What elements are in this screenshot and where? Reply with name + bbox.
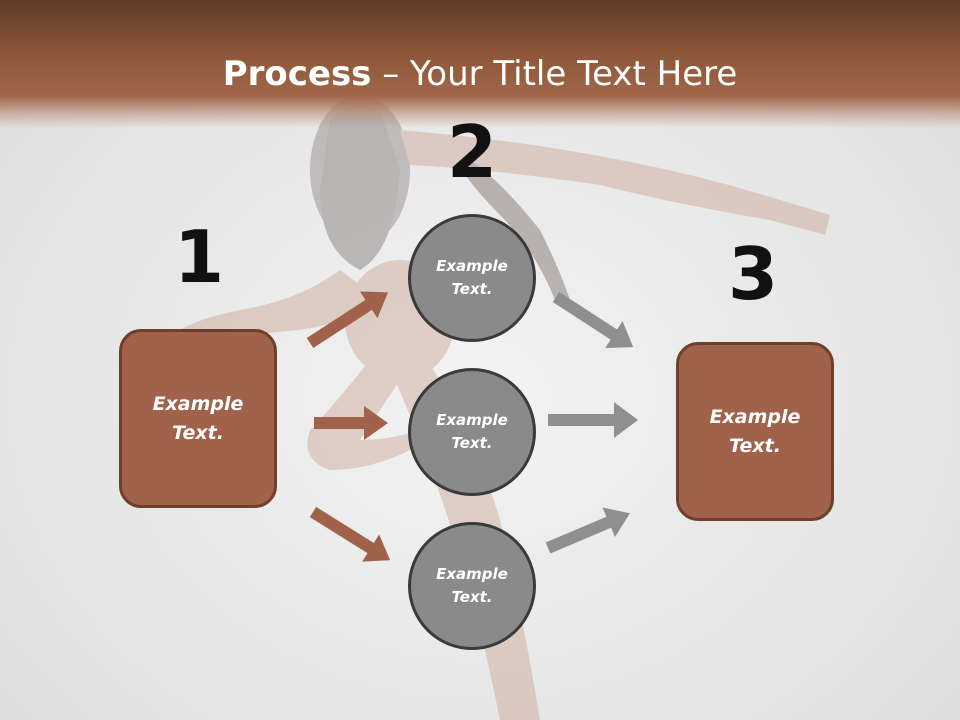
arrow-from-top-circle [552, 291, 634, 348]
step-1-text: Example Text. [152, 392, 244, 444]
title-bold: Process [222, 54, 372, 94]
arrow-to-middle-circle [314, 406, 388, 440]
step-2-circle-top: Example Text. [408, 214, 536, 342]
step-1-box: Example Text. [119, 329, 277, 508]
step-2-circle-bottom: Example Text. [408, 522, 536, 650]
title-rest: – Your Title Text Here [371, 54, 738, 94]
step-3-box: Example Text. [676, 342, 834, 521]
step-3-text: Example Text. [709, 405, 801, 457]
step-2-circle-bottom-text: Example Text. [436, 565, 508, 606]
step-number-3: 3 [727, 232, 779, 316]
arrows-into-step-3 [545, 291, 638, 554]
arrow-from-bottom-circle [545, 507, 630, 554]
title-band [0, 0, 960, 128]
step-number-2: 2 [446, 110, 498, 194]
arrow-to-top-circle [306, 291, 388, 349]
arrow-to-bottom-circle [309, 506, 391, 562]
step-2-circle-middle-text: Example Text. [436, 411, 508, 452]
step-2-circle-middle: Example Text. [408, 368, 536, 496]
step-2-circle-top-text: Example Text. [436, 257, 508, 298]
arrow-from-middle-circle [548, 402, 638, 438]
step-number-1: 1 [173, 215, 225, 299]
arrows-into-step-2 [306, 291, 391, 562]
slide-title: Process – Your Title Text Here [0, 52, 960, 96]
